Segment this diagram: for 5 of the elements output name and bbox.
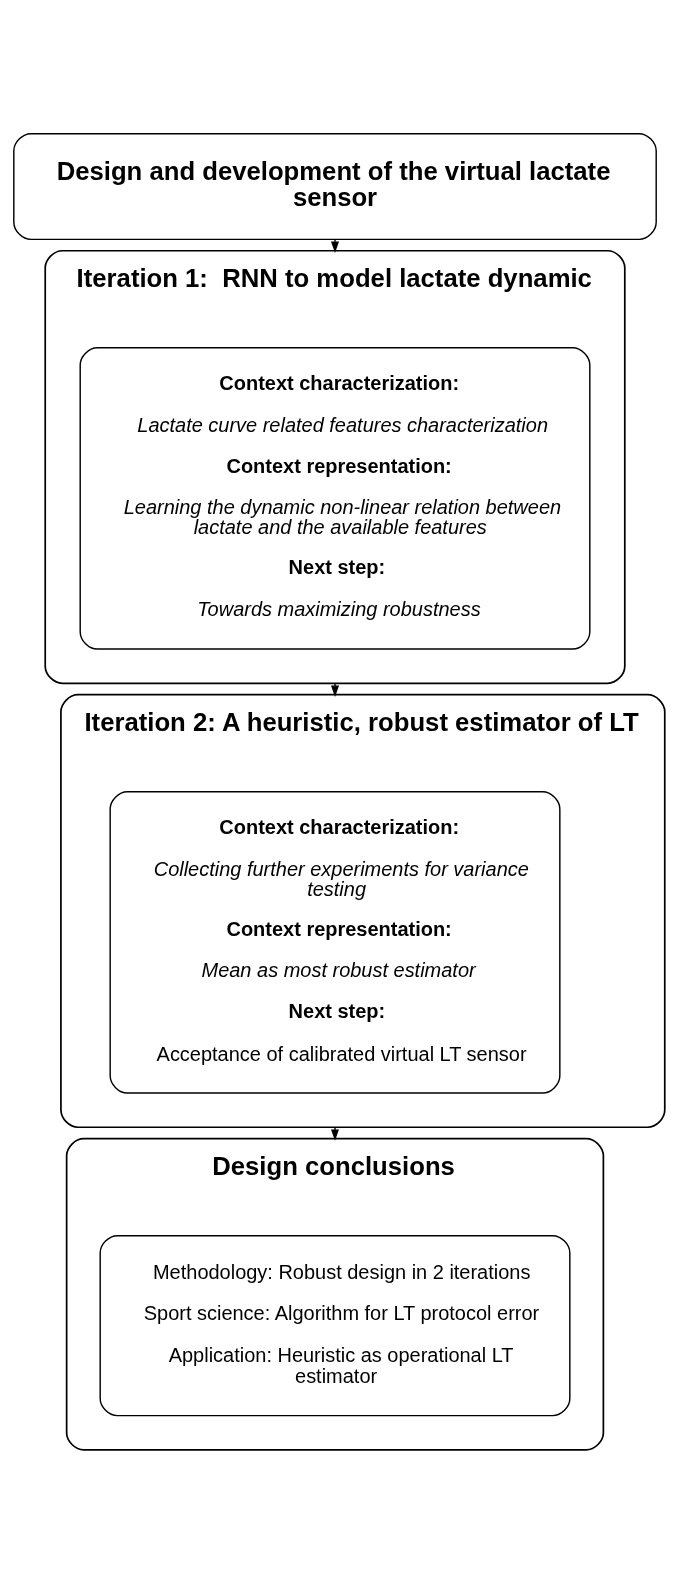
arrow (331, 682, 339, 697)
node-box: Methodology: Robust design in 2 iterations Sport science: Algorithm for LT protocol error Application: Heuristic as operational LT estimator (99, 1234, 571, 1416)
node-box: Context characterization: Collecting further experiments for variance testing Context representation: Mean as most robust estimator Next step: Acceptance of calibrated virtual LT sensor (109, 790, 561, 1094)
arrow (331, 1126, 339, 1141)
node-box: Context characterization: Lactate curve related features characterization Context representation: Learning the dynamic non-linear relation between lactate and the available features Next step: Towards maximizing robustness (79, 346, 591, 650)
